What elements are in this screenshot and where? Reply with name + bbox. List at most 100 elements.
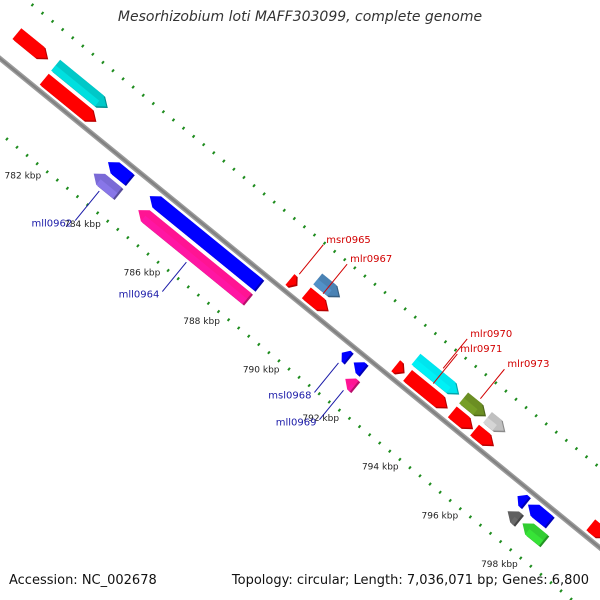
gene-label: mlr0971 [460,344,502,355]
gene-arrow [470,424,494,447]
gene-arrow-highlight [301,292,321,310]
gene-arrow [411,353,460,395]
gene-arrow-body [93,173,122,199]
gene-arrow-highlight [313,278,332,296]
gene-label: mlr0973 [507,359,549,370]
gene-label: mll0969 [276,418,317,429]
gene-arrow [285,274,298,288]
gene-arrow-highlight [483,417,497,431]
gene-arrow-highlight [152,201,259,291]
gene-arrow-body [345,378,359,392]
callout-line [480,368,505,400]
gene-arrow-body [341,350,353,364]
gene-label: mll0964 [119,290,160,301]
callout-line [314,362,339,393]
gene-arrow-highlight [459,397,478,415]
gene-arrow-highlight [12,33,40,58]
gene-arrow-body [285,274,297,287]
callout-line [161,261,187,292]
gene-arrow-body [313,273,339,296]
gene-arrow [138,210,253,306]
gene-arrow-highlight [355,367,363,376]
gene-arrow [108,162,135,186]
gene-arrow-body [403,370,447,407]
gene-arrow-highlight [447,411,465,428]
forward-dot-line [23,0,600,470]
callout-line [298,244,324,275]
kbp-tick-label: 788 kbp [183,317,220,327]
genome-stats: Topology: circular; Length: 7,036,071 bp… [231,573,589,588]
callout-line [322,263,348,294]
gene-arrow [507,511,524,527]
gene-arrow-highlight [403,375,440,407]
gene-arrow-highlight [110,167,129,185]
gene-arrow-body [301,287,328,310]
gene-arrow-body [483,412,504,431]
gene-arrow-body [138,210,252,305]
gene-label: msr0965 [326,235,371,246]
gene-arrow-body [470,424,493,445]
kbp-tick-label: 796 kbp [422,511,459,521]
gene-arrow-highlight [518,500,525,508]
gene-label: mll0962 [31,219,72,230]
gene-arrow-body [149,196,263,291]
gene-arrow [528,504,555,529]
kbp-tick-label: 792 kbp [302,414,339,424]
gene-arrow-highlight [586,524,599,537]
gene-arrow-highlight [347,384,355,392]
kbp-tick-label: 784 kbp [64,220,101,230]
gene-arrow [345,378,361,394]
gene-arrow-highlight [285,279,292,287]
gene-arrow-highlight [39,79,88,121]
gene-arrow-body [447,406,472,428]
callout-line [319,389,344,421]
kbp-tick-label: 794 kbp [362,463,399,473]
gene-label: mlr0970 [470,329,512,340]
gene-arrow-highlight [530,510,549,527]
gene-arrow [522,523,550,548]
gene-arrow-body [586,519,600,537]
gene-arrow-body [507,511,523,526]
gene-arrow-body [391,360,404,373]
callout-line [442,338,468,369]
gene-label: mlr0967 [350,254,392,265]
backbone-core [0,57,600,550]
gene-arrow [353,362,369,377]
gene-label: msl0968 [268,390,311,401]
gene-arrow [586,519,600,539]
kbp-tick-label: 782 kbp [5,171,42,181]
gene-arrow [459,392,486,417]
kbp-tick-label: 798 kbp [481,560,518,570]
reverse-dot-line [0,131,575,600]
gene-arrow [149,196,265,292]
gene-arrow-body [353,362,368,376]
kbp-tick-label: 786 kbp [124,268,161,278]
gene-arrow-highlight [525,529,544,546]
gene-arrow [313,273,341,298]
gene-arrow-highlight [140,215,247,305]
gene-arrow [93,173,124,200]
gene-arrow [517,494,531,510]
gene-arrow [51,59,108,108]
kbp-tick-label: 790 kbp [243,366,280,376]
gene-arrow-highlight [411,359,451,393]
gene-arrow [12,28,49,60]
gene-arrow-body [459,392,485,415]
gene-arrow-body [51,59,107,107]
gene-arrow-body [411,353,458,394]
gene-arrow [483,412,506,433]
gene-arrow-highlight [470,430,486,445]
gene-features [12,28,600,548]
gene-arrow-body [522,523,548,546]
gene-arrow [403,370,448,409]
map-title: Mesorhizobium loti MAFF303099, complete … [117,9,483,25]
genome-backbone [0,55,600,552]
gene-arrow-highlight [96,179,118,199]
kbp-ticks: 782 kbp 784 kbp 786 kbp 788 kbp 790 kbp 792 k… [5,171,518,570]
gene-arrow-highlight [51,65,100,107]
gene-arrow-body [528,504,554,527]
gene-arrow [39,73,97,122]
gene-arrow-body [39,73,95,121]
